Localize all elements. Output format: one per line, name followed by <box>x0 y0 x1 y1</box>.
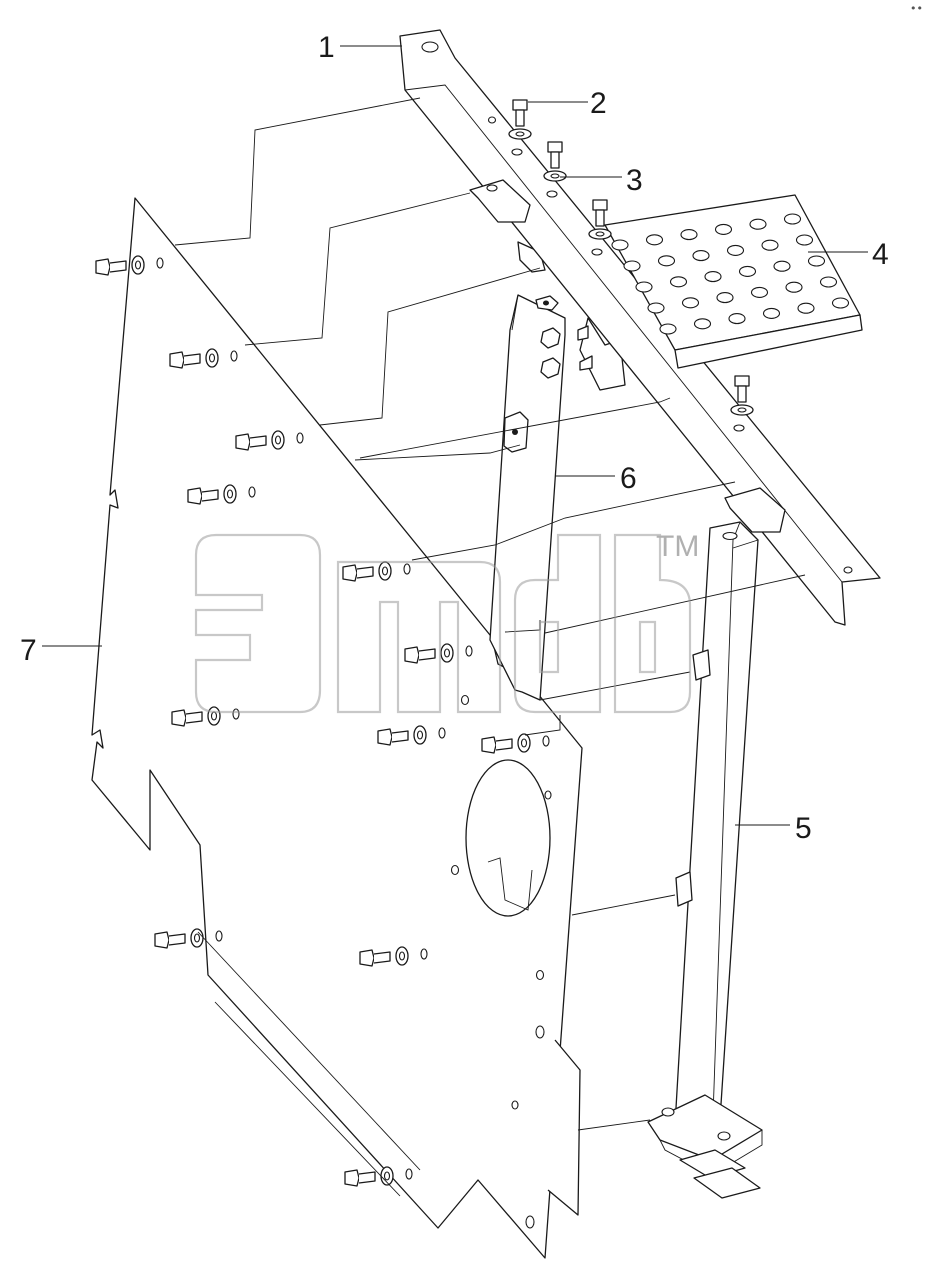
perforation-hole <box>749 218 767 230</box>
perforation-hole <box>647 302 665 314</box>
plate-round-cutout <box>465 759 551 917</box>
perforation-hole <box>762 307 781 319</box>
corner-mark: •• <box>910 2 923 15</box>
perforation-hole <box>785 281 803 293</box>
rail-vertical-bolts <box>508 99 754 432</box>
vertical-bolt <box>543 141 567 198</box>
callout-3: 3 <box>626 164 643 197</box>
vertical-bolt <box>730 375 754 432</box>
callout-1: 1 <box>318 31 335 64</box>
part-6-vertical-bracket <box>489 241 626 701</box>
callout-7: 7 <box>20 634 37 667</box>
part-1-angle-rail <box>399 29 881 626</box>
callout-leaders <box>42 45 868 826</box>
perforation-hole <box>750 286 769 298</box>
callout-4: 4 <box>872 238 889 271</box>
perforation-hole <box>657 255 676 267</box>
bolt-washer-set <box>377 725 446 746</box>
perforation-hole <box>623 260 641 272</box>
perforation-hole <box>669 276 688 288</box>
vertical-bolt <box>588 199 612 256</box>
bolt-washer-set <box>359 946 428 967</box>
bolt-washer-set <box>95 255 164 276</box>
perforation-hole <box>659 323 677 335</box>
perforation-hole <box>726 244 745 256</box>
watermark-trademark: TM <box>656 530 699 563</box>
perforation-hole <box>704 271 722 283</box>
bolt-washer-set <box>404 643 473 664</box>
bolt-washer-set <box>342 561 411 582</box>
vertical-bolt <box>508 99 532 156</box>
perforation-hole <box>693 318 712 330</box>
watermark-logo: TM <box>194 530 699 714</box>
perforation-hole <box>831 297 850 309</box>
bolt-washer-set <box>344 1166 413 1187</box>
callout-5: 5 <box>795 812 812 845</box>
bolt-washer-set <box>187 484 256 505</box>
callout-6: 6 <box>620 462 637 495</box>
perforation-hole <box>795 234 814 246</box>
perforation-hole <box>681 297 700 309</box>
plate-holes <box>450 694 552 1229</box>
perforation-hole <box>807 255 826 267</box>
perforation-hole <box>714 223 733 235</box>
perforation-hole <box>761 239 779 251</box>
fasteners <box>95 255 550 1187</box>
callout-2: 2 <box>590 87 607 120</box>
perforation-hole <box>635 281 653 293</box>
bolt-washer-set <box>235 430 304 451</box>
perforation-hole <box>611 239 629 251</box>
perforation-hole <box>738 265 757 277</box>
bolt-washer-set <box>169 348 238 369</box>
perforation-hole <box>819 276 838 288</box>
perforation-hole <box>783 213 802 225</box>
bolt-washer-set <box>481 733 550 754</box>
perforation-hole <box>692 250 710 262</box>
perforation-hole <box>728 313 746 325</box>
perforation-hole <box>645 234 664 246</box>
perforation-hole <box>716 292 734 304</box>
part-5-support-post <box>647 521 763 1199</box>
callout-numbers: 1 2 3 4 5 6 7 <box>20 31 889 845</box>
assembly-leader-lines <box>174 97 806 1197</box>
part-4-step-plate <box>604 194 863 369</box>
perforation-hole <box>680 229 698 241</box>
perforation-hole <box>797 302 815 314</box>
perforation-hole <box>773 260 791 272</box>
step-plate-perforations <box>611 213 850 335</box>
